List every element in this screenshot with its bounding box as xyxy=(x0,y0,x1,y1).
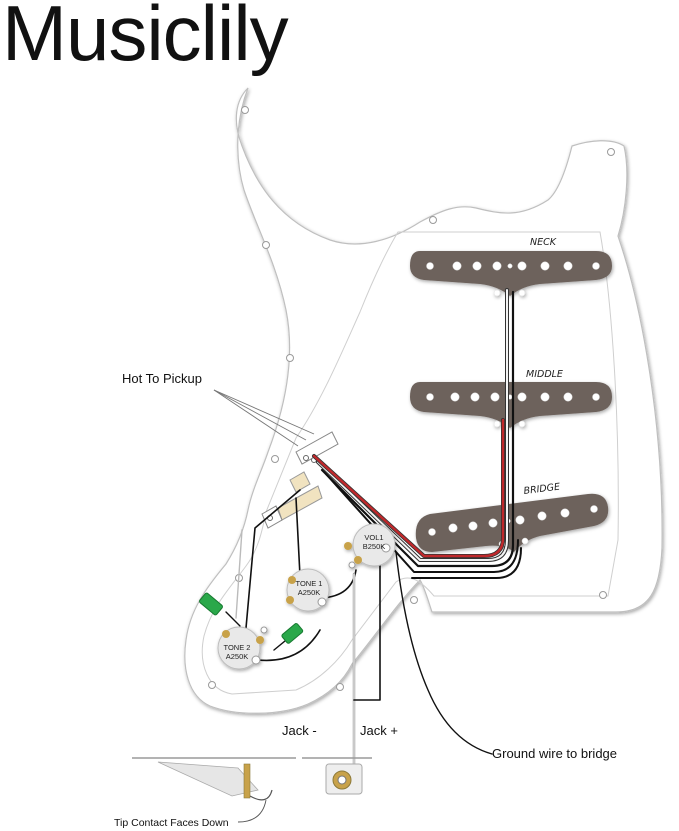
pot-tone2 xyxy=(217,626,268,670)
jack-front xyxy=(302,757,372,795)
tip-contact-label: Tip Contact Faces Down xyxy=(114,817,229,829)
capacitor-1 xyxy=(199,592,223,616)
pickup-neck-label: NECK xyxy=(530,237,557,248)
jack-plus-label: Jack + xyxy=(360,723,398,738)
tip-contact-arrow xyxy=(237,799,267,823)
pickup-bridge-label: BRIDGE xyxy=(523,482,561,497)
pot-tone2-line2: A250K xyxy=(226,652,249,661)
pot-tone1-line2: A250K xyxy=(298,588,321,597)
pot-tone2-line1: TONE 2 xyxy=(224,643,251,652)
hot-to-pickup-leaders xyxy=(213,389,315,447)
brand-logo: Musiclily xyxy=(2,0,289,77)
wires xyxy=(225,288,522,772)
jack-plate-side xyxy=(132,757,296,801)
pot-tone1-line1: TONE 1 xyxy=(296,579,323,588)
hot-to-pickup-label: Hot To Pickup xyxy=(122,371,202,386)
pickup-middle-label: MIDDLE xyxy=(526,369,563,380)
pot-volume-line1: VOL1 xyxy=(364,533,383,542)
pot-volume xyxy=(344,523,396,569)
five-way-switch xyxy=(261,431,339,529)
pot-volume-line2: B250K xyxy=(363,542,386,551)
jack-minus-label: Jack - xyxy=(282,723,317,738)
screw-holes xyxy=(208,106,615,691)
ground-wire-label: Ground wire to bridge xyxy=(492,746,617,761)
pickup-middle xyxy=(410,382,612,428)
pickup-neck xyxy=(410,251,612,297)
pot-tone1 xyxy=(286,568,330,612)
cavity-outline xyxy=(201,231,619,695)
capacitor-2 xyxy=(281,623,304,644)
